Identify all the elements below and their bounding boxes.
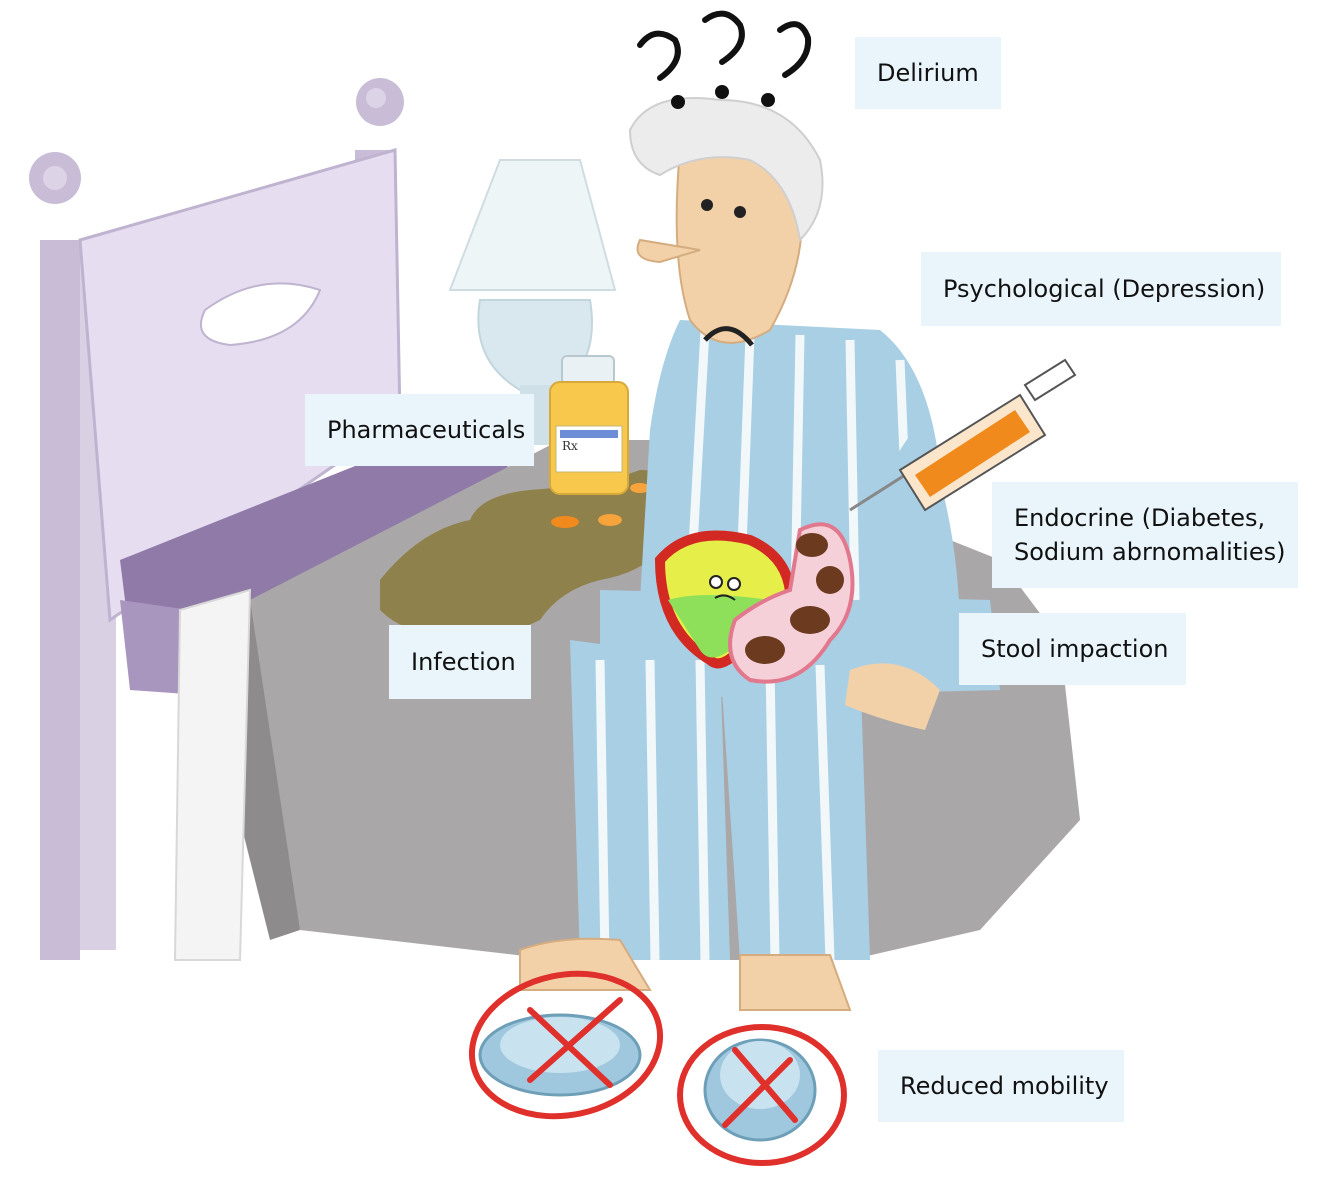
- label-delirium-text: Delirium: [877, 56, 979, 90]
- label-stool-impaction: Stool impaction: [959, 613, 1186, 685]
- label-infection-text: Infection: [411, 645, 516, 679]
- label-endocrine: Endocrine (Diabetes, Sodium abrnomalitie…: [992, 482, 1298, 588]
- label-delirium: Delirium: [855, 37, 1001, 109]
- label-reduced-mobility: Reduced mobility: [878, 1050, 1124, 1122]
- label-reduced-mobility-text: Reduced mobility: [900, 1069, 1109, 1103]
- label-psychological: Psychological (Depression): [921, 252, 1281, 326]
- label-pharmaceuticals-text: Pharmaceuticals: [327, 413, 525, 447]
- label-stool-impaction-text: Stool impaction: [981, 632, 1168, 666]
- label-psychological-text: Psychological (Depression): [943, 272, 1265, 306]
- label-endocrine-line1: Endocrine (Diabetes,: [1014, 501, 1265, 535]
- label-infection: Infection: [389, 625, 531, 699]
- label-endocrine-line2: Sodium abrnomalities): [1014, 535, 1285, 569]
- pill-bottle-icon: Rx: [550, 356, 628, 494]
- label-pharmaceuticals: Pharmaceuticals: [305, 394, 534, 466]
- question-marks-icon: [640, 14, 808, 106]
- svg-text:Rx: Rx: [562, 439, 578, 453]
